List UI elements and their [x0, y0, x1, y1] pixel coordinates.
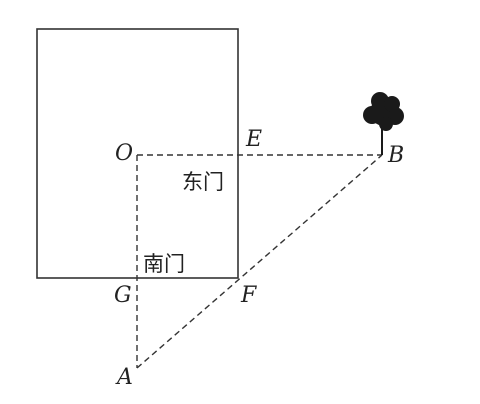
point-label-F: F	[240, 283, 257, 308]
point-label-O: O	[115, 141, 133, 166]
east-gate-label: 东门	[182, 170, 224, 194]
point-label-G: G	[114, 283, 132, 308]
point-label-B: B	[387, 143, 404, 168]
point-label-A: A	[115, 365, 133, 390]
tree-icon	[363, 92, 404, 155]
point-label-E: E	[245, 127, 262, 152]
south-gate-label: 南门	[143, 252, 185, 276]
dashed-segment-AB	[136, 154, 383, 369]
